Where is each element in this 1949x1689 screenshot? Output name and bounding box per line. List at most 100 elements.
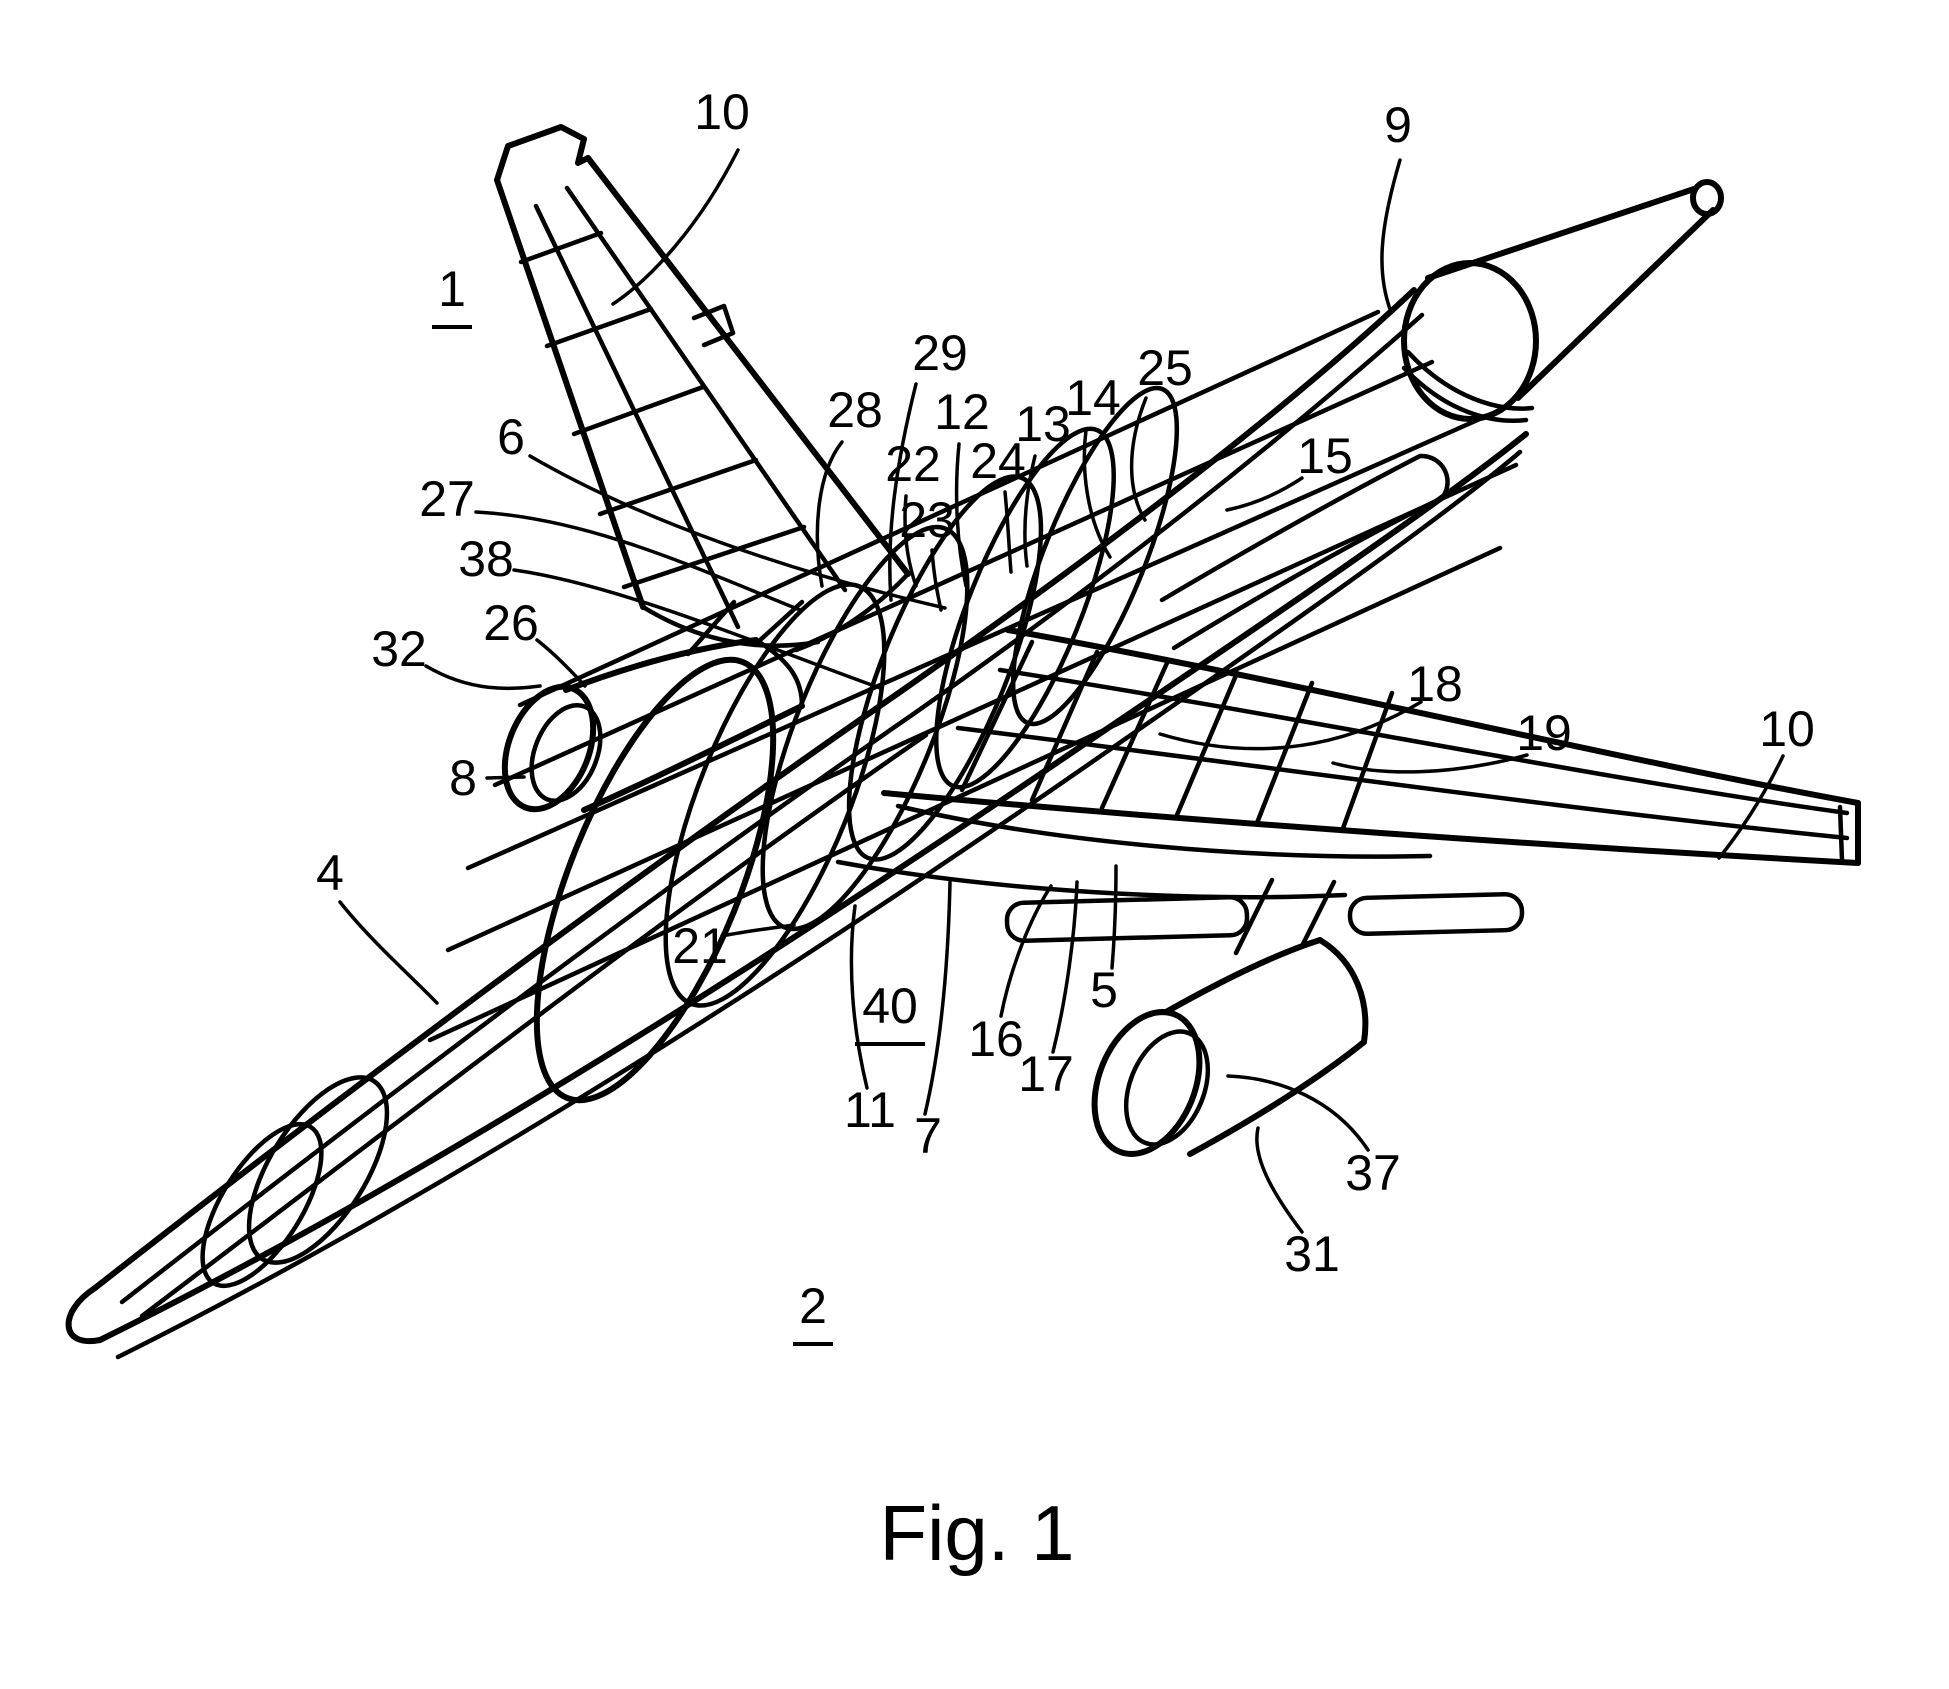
right-engine-pylon [1299, 879, 1337, 949]
right-wing-trailing-edge [881, 790, 1861, 866]
stringer-line [445, 462, 1519, 953]
ref-label-22: 22 [885, 436, 941, 492]
leader-line-14 [1082, 428, 1112, 559]
leader-line-10b [1717, 754, 1785, 860]
ref-label-5: 5 [1090, 962, 1118, 1018]
leader-line-11 [849, 904, 869, 1090]
tail-tip-ring [1690, 179, 1724, 217]
nose-ring-frame [246, 1075, 390, 1265]
ref-label-4: 4 [316, 845, 344, 901]
ref-label-13: 13 [1015, 396, 1071, 452]
leader-line-29 [888, 382, 918, 602]
leader-line-23 [930, 548, 943, 612]
left-wing-leading-edge [494, 177, 646, 610]
right-wing-rib [959, 639, 1035, 793]
left-wing-rib [621, 524, 807, 590]
tail-ring-chord [1401, 365, 1529, 423]
right-wing-rib [1254, 680, 1315, 826]
ref-label-10b: 10 [1759, 701, 1815, 757]
ref-label-28: 28 [827, 382, 883, 438]
ref-label-16: 16 [968, 1011, 1024, 1067]
leader-line-8 [485, 775, 526, 780]
ref-label-9: 9 [1384, 97, 1412, 153]
leader-line-22 [903, 494, 918, 588]
ref-label-15: 15 [1297, 428, 1353, 484]
ref-label-23: 23 [899, 492, 955, 548]
left-wing-rib [571, 384, 706, 437]
ref-label-12: 12 [934, 384, 990, 440]
ref-label-40: 40 [862, 978, 918, 1034]
ref-label-29: 29 [912, 325, 968, 381]
ref-label-27: 27 [419, 471, 475, 527]
right-wing-spar [955, 725, 1850, 841]
left-wing-trailing-edge [585, 155, 911, 577]
rear-inner-duct [1159, 453, 1450, 651]
left-wing-notch [691, 303, 736, 348]
leader-line-18 [1158, 700, 1423, 751]
nose-cap [65, 1285, 103, 1345]
ref-label-31: 31 [1284, 1226, 1340, 1282]
fuselage-top-inner-line [119, 312, 1425, 1305]
right-engine-pylon [1233, 877, 1275, 956]
ref-label-1: 1 [438, 261, 466, 317]
ref-label-10a: 10 [694, 84, 750, 140]
leader-line-12 [954, 442, 968, 588]
leader-line-19 [1331, 753, 1529, 774]
ref-label-6: 6 [497, 409, 525, 465]
leader-line-9 [1380, 158, 1402, 314]
leader-line-38 [512, 568, 882, 690]
right-wing-rib [1339, 690, 1395, 834]
ref-label-21: 21 [672, 918, 728, 974]
ref-label-26: 26 [483, 595, 539, 651]
left-wing-rib [544, 306, 654, 349]
ring-frame [846, 474, 1044, 862]
ref-label-11: 11 [844, 1082, 896, 1138]
leader-line-7 [923, 880, 952, 1116]
leader-line-21 [720, 923, 796, 938]
leader-line-24 [1003, 490, 1013, 574]
belly-fairing-line [835, 859, 1348, 900]
flap-fairing [1347, 891, 1525, 937]
leader-line-25 [1129, 396, 1148, 522]
ref-label-8: 8 [449, 750, 477, 806]
left-wing-rib [518, 230, 604, 265]
right-engine-top-line [1163, 937, 1323, 1015]
leader-line-15 [1225, 476, 1304, 512]
ref-label-2: 2 [799, 1278, 827, 1334]
leader-line-13 [1023, 454, 1037, 568]
right-engine-inlet-inner-ring [1123, 1029, 1211, 1147]
aircraft-drawing [65, 124, 1861, 1360]
ref-label-17: 17 [1018, 1046, 1074, 1102]
leader-line-4 [338, 900, 439, 1005]
left-wing-root-fairing [793, 571, 911, 653]
tail-cone-bottom-edge [1515, 207, 1716, 401]
left-engine-pylon [685, 599, 737, 657]
right-wing-spar [997, 667, 1850, 816]
ref-label-38: 38 [458, 531, 514, 587]
right-engine-bottom-line [1187, 1039, 1367, 1157]
ring-frame [934, 426, 1116, 790]
leader-line-16 [999, 884, 1053, 1018]
right-wing-leading-edge [1005, 627, 1861, 806]
left-engine-bottom-line [581, 703, 805, 813]
stringer-line [465, 415, 1485, 871]
leader-line-37 [1226, 1074, 1370, 1152]
fuselage-bottom-inner-line [115, 449, 1523, 1360]
leader-line-10a [611, 148, 740, 306]
left-wing-spar [564, 185, 848, 593]
left-wing-tip [494, 124, 591, 183]
ref-label-32: 32 [371, 621, 427, 677]
ref-label-14: 14 [1065, 370, 1121, 426]
keel-stringer-line [427, 545, 1503, 1043]
tail-cone-top-edge [1425, 186, 1697, 281]
ref-label-37: 37 [1345, 1145, 1401, 1201]
right-engine-inlet-ring [1091, 1009, 1203, 1157]
ref-label-7: 7 [914, 1108, 942, 1164]
ref-label-24: 24 [970, 433, 1026, 489]
stringer-line [517, 309, 1381, 708]
leader-line-27 [474, 510, 802, 612]
leader-line-6 [528, 454, 947, 610]
left-engine-inlet-inner-ring [529, 702, 603, 804]
ref-label-19: 19 [1516, 705, 1572, 761]
